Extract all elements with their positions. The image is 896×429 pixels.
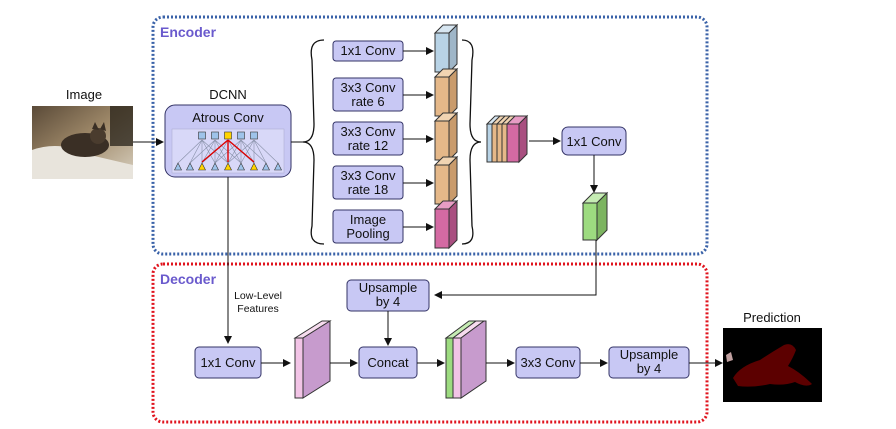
aspp-pooling-label-2: Pooling — [346, 226, 389, 241]
aspp-rate12-label-2: rate 12 — [348, 138, 388, 153]
atrous-input-node — [186, 162, 194, 171]
aspp-left-brace — [302, 39, 325, 245]
decoder-upsample-top-label-1: Upsample — [359, 280, 418, 295]
decoder-concat-feature — [444, 320, 487, 399]
atrous-input-node — [198, 162, 206, 171]
aspp-rate6-label-2: rate 6 — [351, 94, 384, 109]
atrous-connection — [177, 139, 203, 164]
aspp-feature-1x1 — [433, 23, 459, 74]
atrous-input-node — [237, 162, 245, 171]
atrous-connection — [253, 139, 279, 164]
atrous-conv-label: Atrous Conv — [192, 110, 264, 125]
atrous-input-node — [224, 162, 232, 171]
encoder-frame — [151, 15, 709, 256]
aspp-feature-rate6 — [433, 67, 459, 118]
atrous-input-node — [262, 162, 270, 171]
decoder-3x3-conv-label: 3x3 Conv — [521, 355, 576, 370]
atrous-connection — [240, 139, 255, 164]
dcnn-label: DCNN — [209, 87, 247, 102]
decoder-concat-label: Concat — [367, 355, 409, 370]
decoder-upsample-out-label-1: Upsample — [620, 347, 679, 362]
encoder-output-feature — [581, 191, 609, 242]
atrous-connection — [189, 139, 203, 164]
atrous-red-connection — [201, 139, 229, 163]
atrous-conv-illustration — [171, 128, 285, 174]
atrous-output-node — [224, 131, 232, 140]
aspp-rate6-label-1: 3x3 Conv — [341, 80, 396, 95]
atrous-input-node — [174, 162, 182, 171]
atrous-output-node — [211, 131, 219, 140]
atrous-connection — [253, 139, 267, 164]
encoder-1x1-conv-label: 1x1 Conv — [567, 134, 622, 149]
decoder-upsample-top-label-2: by 4 — [376, 294, 401, 309]
atrous-input-node — [274, 162, 282, 171]
aspp-pooling-label-1: Image — [350, 212, 386, 227]
atrous-output-node — [250, 131, 258, 140]
prediction-label: Prediction — [743, 310, 801, 325]
atrous-connection — [214, 139, 229, 164]
prediction-image — [723, 328, 822, 402]
aspp-rate18-label-2: rate 18 — [348, 182, 388, 197]
atrous-connection — [240, 139, 267, 164]
atrous-connection — [189, 139, 216, 164]
decoder-title: Decoder — [160, 271, 217, 287]
atrous-connection — [227, 139, 242, 164]
low-level-label-2: Features — [237, 303, 278, 315]
atrous-output-node — [198, 131, 206, 140]
decoder-upsample-out-label-2: by 4 — [637, 361, 662, 376]
aspp-rate12-label-1: 3x3 Conv — [341, 124, 396, 139]
input-image-label: Image — [66, 87, 102, 102]
atrous-output-node — [237, 131, 245, 140]
atrous-input-node — [211, 162, 219, 171]
atrous-connection — [201, 139, 216, 164]
decoder-low-level-feature — [293, 320, 332, 399]
decoder-1x1-conv-label: 1x1 Conv — [201, 355, 256, 370]
aspp-feature-rate12 — [433, 111, 459, 162]
encoder-concat-stack — [485, 114, 529, 164]
low-level-label-1: Low-Level — [234, 290, 282, 302]
atrous-input-node — [250, 162, 258, 171]
input-image — [32, 106, 133, 179]
aspp-rate18-label-1: 3x3 Conv — [341, 168, 396, 183]
decoder-frame — [151, 262, 709, 424]
aspp-feature-rate18 — [433, 155, 459, 206]
encoder-title: Encoder — [160, 24, 217, 40]
aspp-right-brace — [461, 39, 482, 245]
arrow-encoder-to-upsample — [434, 240, 597, 299]
aspp-feature-pooling — [433, 199, 459, 250]
aspp-1x1-conv-label: 1x1 Conv — [341, 43, 396, 58]
atrous-red-connection — [227, 139, 255, 163]
